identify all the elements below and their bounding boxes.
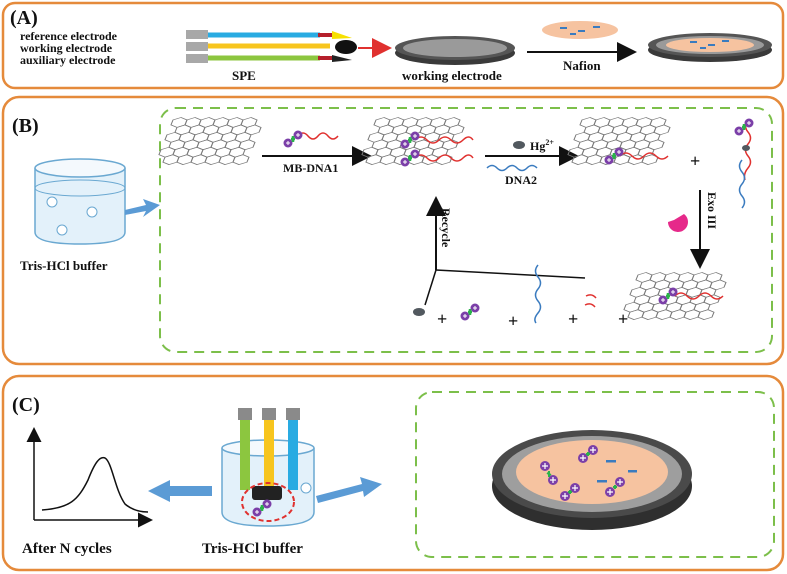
panel-a-frame (1, 1, 785, 90)
label-mb-dna1: MB-DNA1 (283, 161, 338, 175)
buffer-beaker-b (34, 158, 126, 245)
panel-c-letter: (C) (12, 394, 40, 416)
nafion-drop (542, 21, 618, 39)
probe-on-graphene-2 (399, 130, 474, 168)
panel-b-reaction-frame (159, 107, 773, 353)
probe-on-graphene-4 (657, 286, 724, 306)
panel-b-letter: (B) (12, 115, 39, 137)
panel-a-letter: (A) (10, 7, 38, 29)
label-nafion: Nafion (563, 58, 601, 73)
panel-c-frame (1, 374, 785, 572)
digested-fragments (584, 294, 597, 308)
label-working-electrode: working electrode (20, 41, 113, 55)
label-spe: SPE (232, 68, 256, 83)
released-duplex (733, 117, 755, 209)
label-after-n-cycles: After N cycles (22, 541, 112, 557)
arrow-into-reaction (125, 199, 160, 217)
measurement-beaker (221, 408, 315, 527)
label-working-electrode-disc: working electrode (402, 68, 502, 83)
spe-electrodes (186, 30, 357, 63)
label-reference-electrode: reference electrode (20, 29, 118, 43)
hg-ion (513, 141, 525, 149)
plus-5: + (618, 309, 628, 329)
label-recycle: Recycle (439, 208, 453, 248)
label-hg: Hg2+ (530, 138, 554, 153)
freed-hg-ion (413, 308, 425, 316)
label-buffer-b: Tris-HCl buffer (20, 258, 108, 273)
plus-3: + (508, 311, 518, 331)
panel-c-zoom-frame (415, 391, 775, 558)
freed-mb (459, 302, 481, 322)
hybrid-on-graphene-3 (603, 146, 669, 166)
mb-dna1-probe (282, 129, 339, 149)
graphene-sheet-1 (154, 116, 266, 166)
nafion-modified-electrode (648, 33, 772, 62)
plus-1: + (690, 151, 700, 171)
working-electrode-disc (395, 36, 515, 65)
panel-b-frame (1, 95, 785, 366)
voltammogram (26, 427, 153, 528)
electrode-surface-zoom (492, 430, 692, 530)
exo-iii-enzyme (668, 214, 689, 232)
dna2-strand (486, 164, 538, 172)
freed-dna2 (534, 264, 542, 324)
plus-2: + (437, 309, 447, 329)
label-buffer-c: Tris-HCl buffer (202, 541, 303, 557)
arrow-to-voltammogram (148, 480, 212, 502)
label-auxiliary-electrode: auxiliary electrode (20, 53, 116, 67)
recycle-branch-left (424, 269, 437, 306)
recycle-branch-right (435, 269, 586, 279)
label-dna2: DNA2 (505, 173, 537, 187)
plus-4: + (568, 309, 578, 329)
arrow-to-zoom (316, 477, 382, 503)
label-exo-iii: Exo III (705, 192, 719, 229)
